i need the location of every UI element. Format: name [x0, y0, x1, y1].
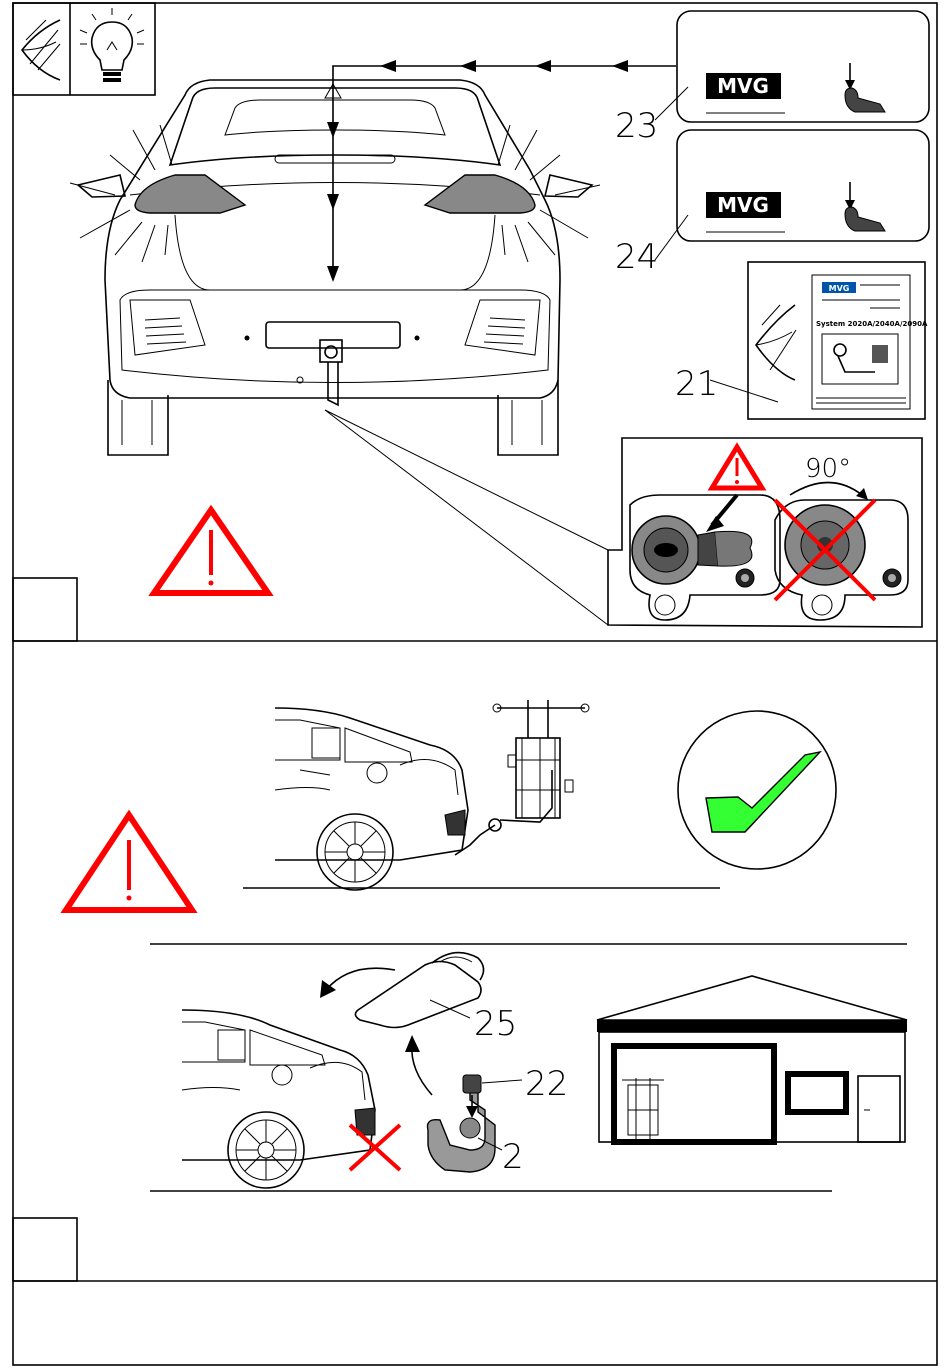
- removable-hitch: 22 2: [405, 1035, 568, 1177]
- manual-box-21: MVG System 2020A/2040A/2090A 21: [675, 262, 928, 419]
- car-rear-view: [70, 60, 676, 455]
- car-side-with-bike-carrier: [243, 700, 720, 890]
- eye-icon: [756, 305, 796, 380]
- warning-triangle-icon: [154, 510, 268, 593]
- hitch-ball-icon: [845, 182, 885, 231]
- eye-icon: [22, 20, 60, 80]
- bike-carrier-icon: [493, 700, 589, 818]
- license-plate: [266, 322, 400, 348]
- step-box-1: [13, 578, 77, 641]
- manual-document: MVG System 2020A/2040A/2090A: [812, 275, 928, 409]
- socket-detail: 90°: [325, 410, 922, 627]
- garage-icon: [597, 976, 907, 1142]
- callout-2: 2: [502, 1137, 524, 1177]
- mvg-logo: MVG: [717, 74, 769, 98]
- manual-logo: MVG: [829, 284, 850, 293]
- callout-24: 24: [615, 237, 658, 277]
- callout-22: 22: [525, 1064, 568, 1104]
- manual-system-text: System 2020A/2040A/2090A: [816, 320, 928, 328]
- mvg-box-23: MVG 23: [615, 11, 929, 146]
- callout-25: 25: [474, 1004, 517, 1044]
- warning-triangle-icon: [66, 815, 192, 910]
- callout-23: 23: [615, 106, 658, 146]
- callout-21: 21: [675, 364, 718, 404]
- hitch-ball-icon: [845, 63, 885, 112]
- mvg-box-24: MVG 24: [615, 130, 929, 277]
- mvg-logo: MVG: [717, 193, 769, 217]
- checkmark-icon: [678, 711, 836, 869]
- step-box-2: [13, 1218, 77, 1281]
- storage-bag: 25: [320, 953, 517, 1044]
- rotation-angle: 90°: [805, 454, 851, 484]
- icon-box: [13, 3, 155, 95]
- lightbulb-icon: [80, 8, 144, 82]
- tow-hitch: [297, 340, 342, 405]
